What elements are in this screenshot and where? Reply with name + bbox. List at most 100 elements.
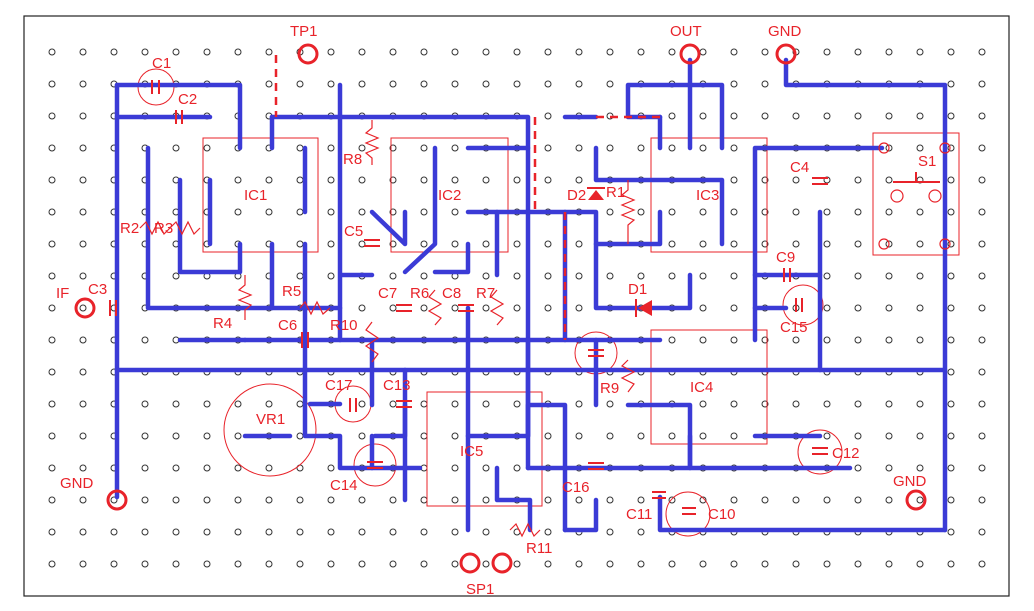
board-hole (978, 560, 986, 568)
board-hole (482, 304, 490, 312)
jumper-layer (274, 55, 660, 340)
board-hole (854, 336, 862, 344)
board-hole (885, 176, 893, 184)
board-hole (48, 176, 56, 184)
board-hole (916, 560, 924, 568)
board-hole (606, 208, 614, 216)
board-hole (761, 176, 769, 184)
board-hole (358, 176, 366, 184)
c8-label: C8 (442, 285, 461, 302)
board-hole (203, 400, 211, 408)
r11-label: R11 (526, 540, 552, 557)
board-hole (792, 240, 800, 248)
board-hole (48, 112, 56, 120)
board-hole (668, 336, 676, 344)
board-hole (327, 464, 335, 472)
board-hole (79, 208, 87, 216)
board-hole (79, 464, 87, 472)
board-hole (48, 208, 56, 216)
board-hole (513, 400, 521, 408)
board-hole (420, 176, 428, 184)
board-hole (451, 144, 459, 152)
board-hole (947, 368, 955, 376)
board-hole (513, 80, 521, 88)
board-hole (730, 272, 738, 280)
board-hole (730, 336, 738, 344)
r7-symbol (489, 289, 505, 326)
board-hole (234, 400, 242, 408)
board-hole (730, 560, 738, 568)
board-hole (296, 496, 304, 504)
board-hole (79, 112, 87, 120)
r1-symbol (620, 180, 636, 244)
board-hole (699, 208, 707, 216)
ic1-label: IC1 (244, 187, 267, 204)
board-hole (854, 176, 862, 184)
board-hole (358, 48, 366, 56)
board-hole (172, 528, 180, 536)
board-hole (823, 560, 831, 568)
board-hole (79, 336, 87, 344)
board-hole (575, 304, 583, 312)
board-hole (327, 240, 335, 248)
board-hole (947, 176, 955, 184)
board-hole (947, 272, 955, 280)
board-hole (854, 48, 862, 56)
c6-label: C6 (278, 317, 297, 334)
board-hole (637, 528, 645, 536)
board-hole (389, 528, 397, 536)
board-hole (79, 240, 87, 248)
gnd-right-pad (905, 489, 927, 511)
board-hole (544, 304, 552, 312)
s1-label: S1 (918, 153, 936, 170)
c12-outline (797, 429, 843, 475)
ic5-label: IC5 (460, 443, 483, 460)
board-hole (482, 240, 490, 248)
r4-label: R4 (213, 315, 232, 332)
board-hole (79, 48, 87, 56)
board-hole (916, 304, 924, 312)
board-hole (947, 496, 955, 504)
board-hole (79, 176, 87, 184)
board-hole (265, 560, 273, 568)
board-hole (389, 176, 397, 184)
board-hole (296, 560, 304, 568)
board-hole (606, 80, 614, 88)
board-hole (637, 496, 645, 504)
vr1-label: VR1 (256, 411, 285, 428)
board-hole (513, 560, 521, 568)
board-hole (854, 272, 862, 280)
board-hole (203, 560, 211, 568)
board-hole (978, 272, 986, 280)
board-hole (420, 240, 428, 248)
board-hole (823, 208, 831, 216)
r9-label: R9 (600, 380, 619, 397)
board-hole (885, 432, 893, 440)
board-hole (482, 176, 490, 184)
board-hole (978, 336, 986, 344)
board-hole (668, 560, 676, 568)
board-hole (358, 400, 366, 408)
board-hole (110, 48, 118, 56)
board-hole (761, 112, 769, 120)
board-hole (575, 272, 583, 280)
board-hole (606, 400, 614, 408)
board-hole (606, 48, 614, 56)
board-hole (48, 272, 56, 280)
board-hole (482, 464, 490, 472)
board-hole (513, 464, 521, 472)
board-hole (48, 368, 56, 376)
board-hole (172, 272, 180, 280)
board-hole (823, 304, 831, 312)
board-hole (234, 208, 242, 216)
board-hole (482, 400, 490, 408)
board-hole (792, 496, 800, 504)
board-hole (79, 272, 87, 280)
board-hole (79, 528, 87, 536)
board-hole (265, 208, 273, 216)
board-hole (730, 144, 738, 152)
board-hole (172, 144, 180, 152)
board-hole (730, 112, 738, 120)
board-hole (823, 336, 831, 344)
